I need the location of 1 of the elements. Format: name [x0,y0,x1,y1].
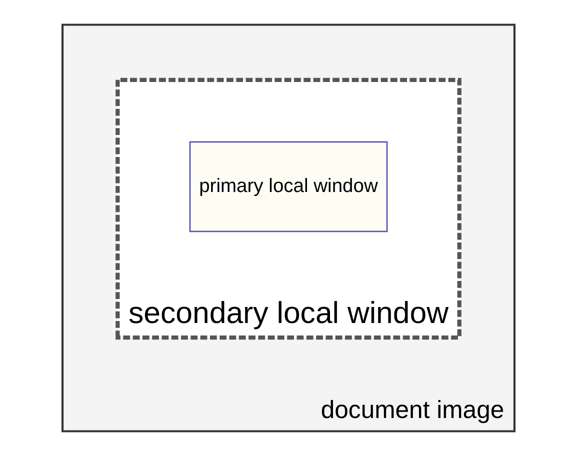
node-box: primary local window [188,141,388,232]
